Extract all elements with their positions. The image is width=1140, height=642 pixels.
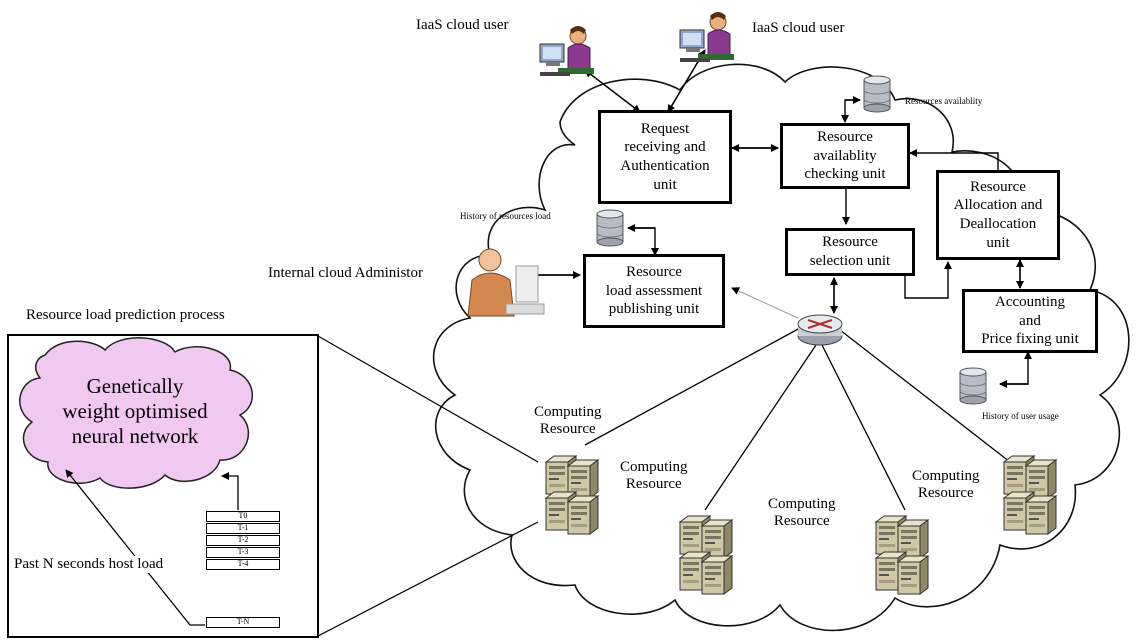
iaas-user-left-label: IaaS cloud user [416,17,509,33]
prediction-title: Resource load prediction process [26,307,225,323]
computing-resource-label: Computing Resource [534,404,602,437]
request-authentication-unit: Request receiving and Authentication uni… [598,110,732,204]
stack-row-last: T-N [206,617,280,628]
stack-row: T-3 [206,547,280,558]
server-rack-icon [546,456,598,534]
db-resources-availability-icon [863,75,891,113]
stack-row: T-4 [206,559,280,570]
db-history-usage-label: History of user usage [982,411,1059,421]
computing-resource-label: Computing Resource [912,468,980,501]
resource-selection-unit: Resource selection unit [785,228,915,276]
prediction-cloud [19,337,254,489]
db-history-load-icon [596,209,624,247]
server-rack-icon [876,516,928,594]
stack-row: T0 [206,511,280,522]
iaas-user-right-label: IaaS cloud user [752,20,845,36]
stack-row: T-1 [206,523,280,534]
iaas-user-left-icon [539,25,595,77]
past-load-label: Past N seconds host load [14,556,164,573]
server-rack-icon [1004,456,1056,534]
network-links [584,327,1011,511]
server-rack-icon [680,516,732,594]
db-availability-label: Resources availablity [905,96,983,106]
stack-row: T-2 [206,535,280,546]
db-history-usage-icon [959,367,987,405]
iaas-user-right-icon [679,11,735,63]
computing-resource-label: Computing Resource [620,459,688,492]
router-icon [797,314,843,346]
accounting-price-unit: Accounting and Price fixing unit [962,289,1098,353]
administrator-icon [467,248,545,317]
resource-allocation-unit: Resource Allocation and Deallocation uni… [936,170,1060,260]
prediction-cloud-text: Genetically weight optimised neural netw… [62,374,208,449]
db-history-load-label: History of resources load [460,211,551,221]
resource-load-unit: Resource load assessment publishing unit [583,254,725,328]
resource-availability-unit: Resource availablity checking unit [780,123,910,189]
administrator-label: Internal cloud Administor [268,265,423,281]
computing-resource-label: Computing Resource [768,496,836,529]
